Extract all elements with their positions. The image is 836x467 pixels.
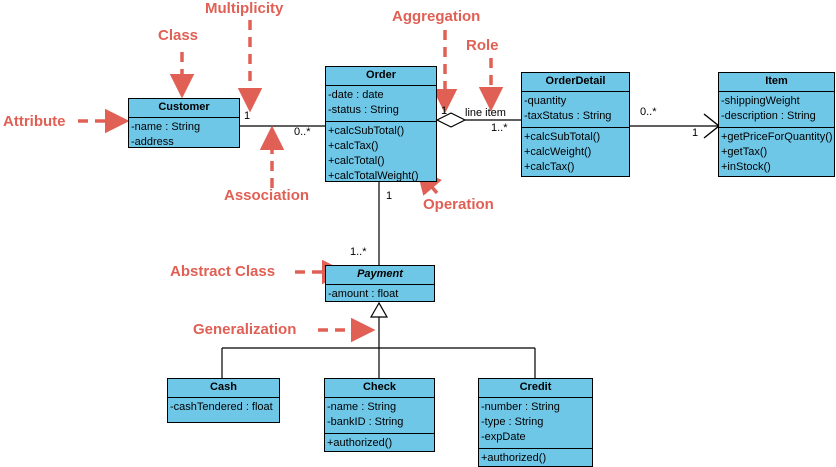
attribute-item: -address xyxy=(131,136,174,148)
operation-item: +calcTax() xyxy=(524,161,575,173)
attribute-item: -description : String xyxy=(721,110,816,122)
operation-item: +getTax() xyxy=(721,146,768,158)
operation-item: +calcTax() xyxy=(328,140,379,152)
annotation-operation: Operation xyxy=(423,196,494,213)
class-box-check[interactable]: Check -name : String -bankID : String +a… xyxy=(324,378,435,452)
class-operations-order: +calcSubTotal() +calcTax() +calcTotal() … xyxy=(326,122,436,187)
class-attributes-check: -name : String -bankID : String xyxy=(325,398,434,434)
class-box-order[interactable]: Order -date : date -status : String +cal… xyxy=(325,66,437,182)
class-name-credit: Credit xyxy=(479,379,592,398)
class-name-order: Order xyxy=(326,67,436,86)
multiplicity-order-aggregation: 1 xyxy=(441,105,448,117)
class-attributes-item: -shippingWeight -description : String xyxy=(719,92,834,128)
attribute-item: -date : date xyxy=(328,89,384,101)
attribute-item: -type : String xyxy=(481,416,544,428)
attribute-item: -shippingWeight xyxy=(721,95,800,107)
multiplicity-orderdetail-to-item: 0..* xyxy=(640,106,657,118)
attribute-item: -expDate xyxy=(481,431,526,443)
class-name-orderdetail: OrderDetail xyxy=(522,73,629,92)
attribute-item: -amount : float xyxy=(328,288,399,300)
annotation-class: Class xyxy=(158,27,199,44)
class-name-item: Item xyxy=(719,73,834,92)
annotation-aggregation: Aggregation xyxy=(392,8,481,25)
attribute-item: -cashTendered : float xyxy=(170,401,273,413)
open-arrowhead-item xyxy=(703,113,721,139)
multiplicity-item-side: 1 xyxy=(692,127,699,139)
multiplicity-order-side: 0..* xyxy=(294,126,311,138)
class-attributes-payment: -amount : float xyxy=(326,285,434,305)
attribute-item: -quantity xyxy=(524,95,567,107)
class-box-customer[interactable]: Customer -name : String -address xyxy=(128,98,240,148)
attribute-item: -name : String xyxy=(131,121,201,133)
class-name-payment: Payment xyxy=(326,266,434,285)
operation-item: +inStock() xyxy=(721,161,771,173)
annotation-abstract-class: Abstract Class xyxy=(170,263,276,280)
class-box-credit[interactable]: Credit -number : String -type : String -… xyxy=(478,378,593,467)
operation-item: +calcSubTotal() xyxy=(524,131,601,143)
class-box-payment[interactable]: Payment -amount : float xyxy=(325,265,435,302)
generalization-triangle xyxy=(369,301,389,318)
annotation-role: Role xyxy=(466,37,499,54)
class-operations-credit: +authorized() xyxy=(479,449,592,467)
attribute-item: -name : String xyxy=(327,401,397,413)
annotation-association: Association xyxy=(224,187,310,204)
multiplicity-orderdetail-side: 1..* xyxy=(491,122,508,134)
operation-item: +authorized() xyxy=(327,437,393,449)
class-operations-orderdetail: +calcSubTotal() +calcWeight() +calcTax() xyxy=(522,128,629,178)
class-attributes-customer: -name : String -address xyxy=(129,118,239,153)
operation-item: +calcTotalWeight() xyxy=(328,170,419,182)
attribute-item: -bankID : String xyxy=(327,416,404,428)
class-name-check: Check xyxy=(325,379,434,398)
class-name-customer: Customer xyxy=(129,99,239,118)
multiplicity-payment-to-order: 1..* xyxy=(350,246,367,258)
role-line-item: line item xyxy=(465,107,506,119)
multiplicity-order-to-payment: 1 xyxy=(386,190,393,202)
class-operations-item: +getPriceForQuantity() +getTax() +inStoc… xyxy=(719,128,834,178)
class-box-orderdetail[interactable]: OrderDetail -quantity -taxStatus : Strin… xyxy=(521,72,630,177)
annotation-generalization: Generalization xyxy=(193,321,297,338)
attribute-item: -number : String xyxy=(481,401,560,413)
class-box-cash[interactable]: Cash -cashTendered : float xyxy=(167,378,280,423)
class-attributes-orderdetail: -quantity -taxStatus : String xyxy=(522,92,629,128)
annotation-attribute: Attribute xyxy=(3,113,66,130)
annotation-multiplicity: Multiplicity xyxy=(205,0,284,17)
class-name-cash: Cash xyxy=(168,379,279,398)
class-attributes-credit: -number : String -type : String -expDate xyxy=(479,398,592,449)
class-attributes-order: -date : date -status : String xyxy=(326,86,436,122)
operation-item: +authorized() xyxy=(481,452,547,464)
attribute-item: -taxStatus : String xyxy=(524,110,612,122)
class-attributes-cash: -cashTendered : float xyxy=(168,398,279,418)
operation-item: +getPriceForQuantity() xyxy=(721,131,833,143)
operation-item: +calcWeight() xyxy=(524,146,592,158)
operation-item: +calcSubTotal() xyxy=(328,125,405,137)
multiplicity-customer-side: 1 xyxy=(244,110,251,122)
attribute-item: -status : String xyxy=(328,104,399,116)
class-operations-check: +authorized() xyxy=(325,434,434,454)
operation-item: +calcTotal() xyxy=(328,155,385,167)
class-box-item[interactable]: Item -shippingWeight -description : Stri… xyxy=(718,72,835,177)
